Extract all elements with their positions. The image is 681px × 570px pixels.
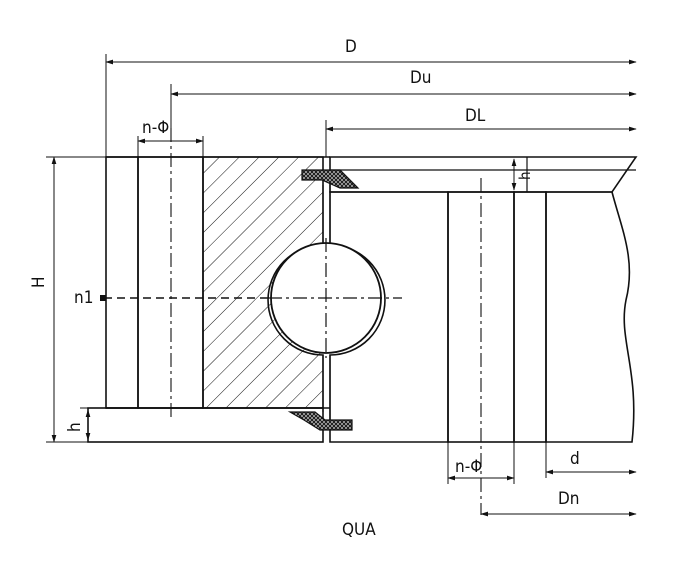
dimension-D: D [105, 37, 637, 157]
label-DL: DL [465, 106, 486, 126]
inner-ring-top-plate [329, 156, 638, 193]
dimension-n-phi-bottom: n-Φ [447, 442, 515, 484]
label-n-phi-bottom: n-Φ [455, 457, 482, 477]
dimension-Dn: Dn [480, 489, 637, 517]
dimension-d: d [545, 442, 637, 478]
label-h-right: h [516, 171, 534, 180]
label-Du: Du [410, 68, 431, 88]
dimension-h-right: h [511, 158, 534, 191]
label-n1: n1 [74, 288, 93, 308]
label-D: D [345, 37, 357, 57]
bottom-seal [287, 411, 353, 431]
dimension-h-left: h [65, 407, 91, 441]
caption-QUA: QUA [342, 520, 376, 540]
label-n-phi-top: n-Φ [142, 118, 169, 138]
dimension-H: H [29, 156, 106, 443]
dimension-n-phi-top: n-Φ [137, 118, 204, 157]
label-h-left: h [65, 422, 85, 432]
dimension-DL: DL [325, 106, 637, 157]
label-d: d [570, 449, 580, 469]
outer-ring-base [87, 407, 324, 443]
label-H: H [29, 276, 49, 288]
label-Dn: Dn [558, 489, 579, 509]
top-seal [301, 169, 360, 189]
dimension-Du: Du [170, 68, 637, 128]
